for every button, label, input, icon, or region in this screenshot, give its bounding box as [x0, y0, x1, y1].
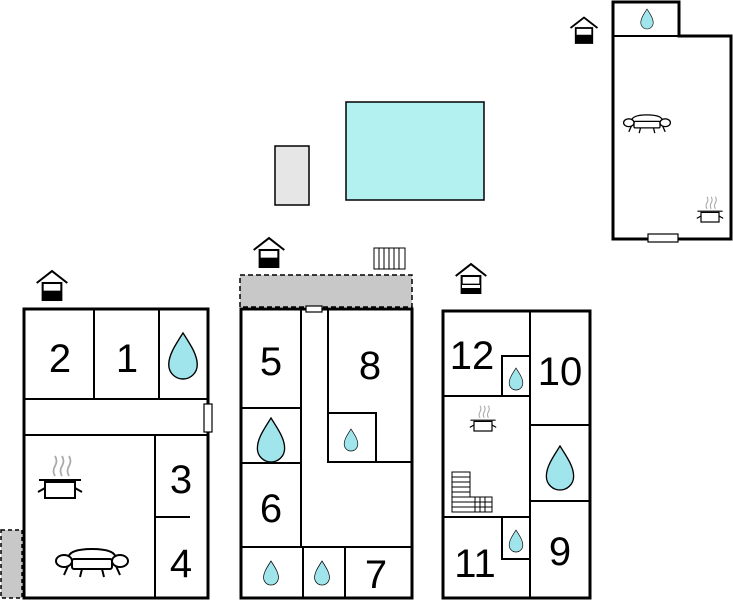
room-number: 1	[116, 337, 138, 381]
garden-shed	[274, 145, 310, 206]
room-number: 6	[260, 487, 282, 531]
door-marker	[305, 305, 323, 313]
building-a: 2 1 3 4	[22, 307, 213, 600]
room-number: 7	[365, 553, 387, 597]
room-number: 10	[538, 350, 583, 394]
house-entrance-icon	[569, 16, 599, 44]
door-marker	[647, 233, 679, 243]
house-floors-marker	[462, 285, 480, 288]
room-number: 8	[359, 344, 381, 388]
building-annex	[611, 0, 733, 243]
building-b: 5 8 6 7	[239, 305, 414, 600]
stairs-icon	[451, 471, 493, 513]
room-number: 3	[170, 458, 192, 502]
terrace	[239, 274, 413, 308]
room-number: 11	[454, 542, 496, 586]
room-number: 9	[549, 530, 571, 574]
radiator-icon	[373, 247, 406, 270]
building-c: 12 10 11 9	[441, 309, 592, 600]
room-number: 4	[170, 542, 192, 586]
side-terrace	[0, 529, 23, 599]
room-number: 5	[260, 340, 282, 384]
swimming-pool	[345, 101, 485, 201]
house-entrance-icon	[454, 263, 488, 295]
room-number: 2	[49, 337, 71, 381]
house-entrance-icon	[252, 237, 286, 269]
house-entrance-icon	[35, 270, 69, 302]
room-number: 12	[450, 334, 495, 378]
door-marker	[203, 403, 213, 433]
